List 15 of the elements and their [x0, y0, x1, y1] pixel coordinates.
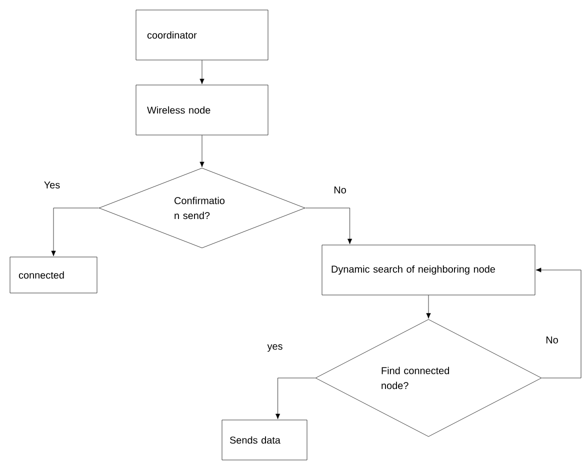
- arrow: [536, 268, 582, 378]
- edge-label: No: [332, 186, 348, 194]
- process-box: Sends data: [222, 420, 308, 460]
- arrow: [200, 60, 204, 84]
- process-box: Wireless node: [136, 84, 268, 136]
- arrow: [51, 208, 99, 256]
- arrow: [200, 135, 204, 168]
- edge-label: No: [544, 336, 560, 344]
- arrow: [275, 378, 316, 420]
- edge-label: Yes: [42, 180, 62, 190]
- process-box: coordinator: [136, 10, 268, 60]
- arrow: [305, 208, 352, 244]
- arrow: [426, 295, 431, 319]
- process-box: connected: [10, 256, 98, 294]
- process-box: Dynamic search of neighboring node: [322, 244, 536, 296]
